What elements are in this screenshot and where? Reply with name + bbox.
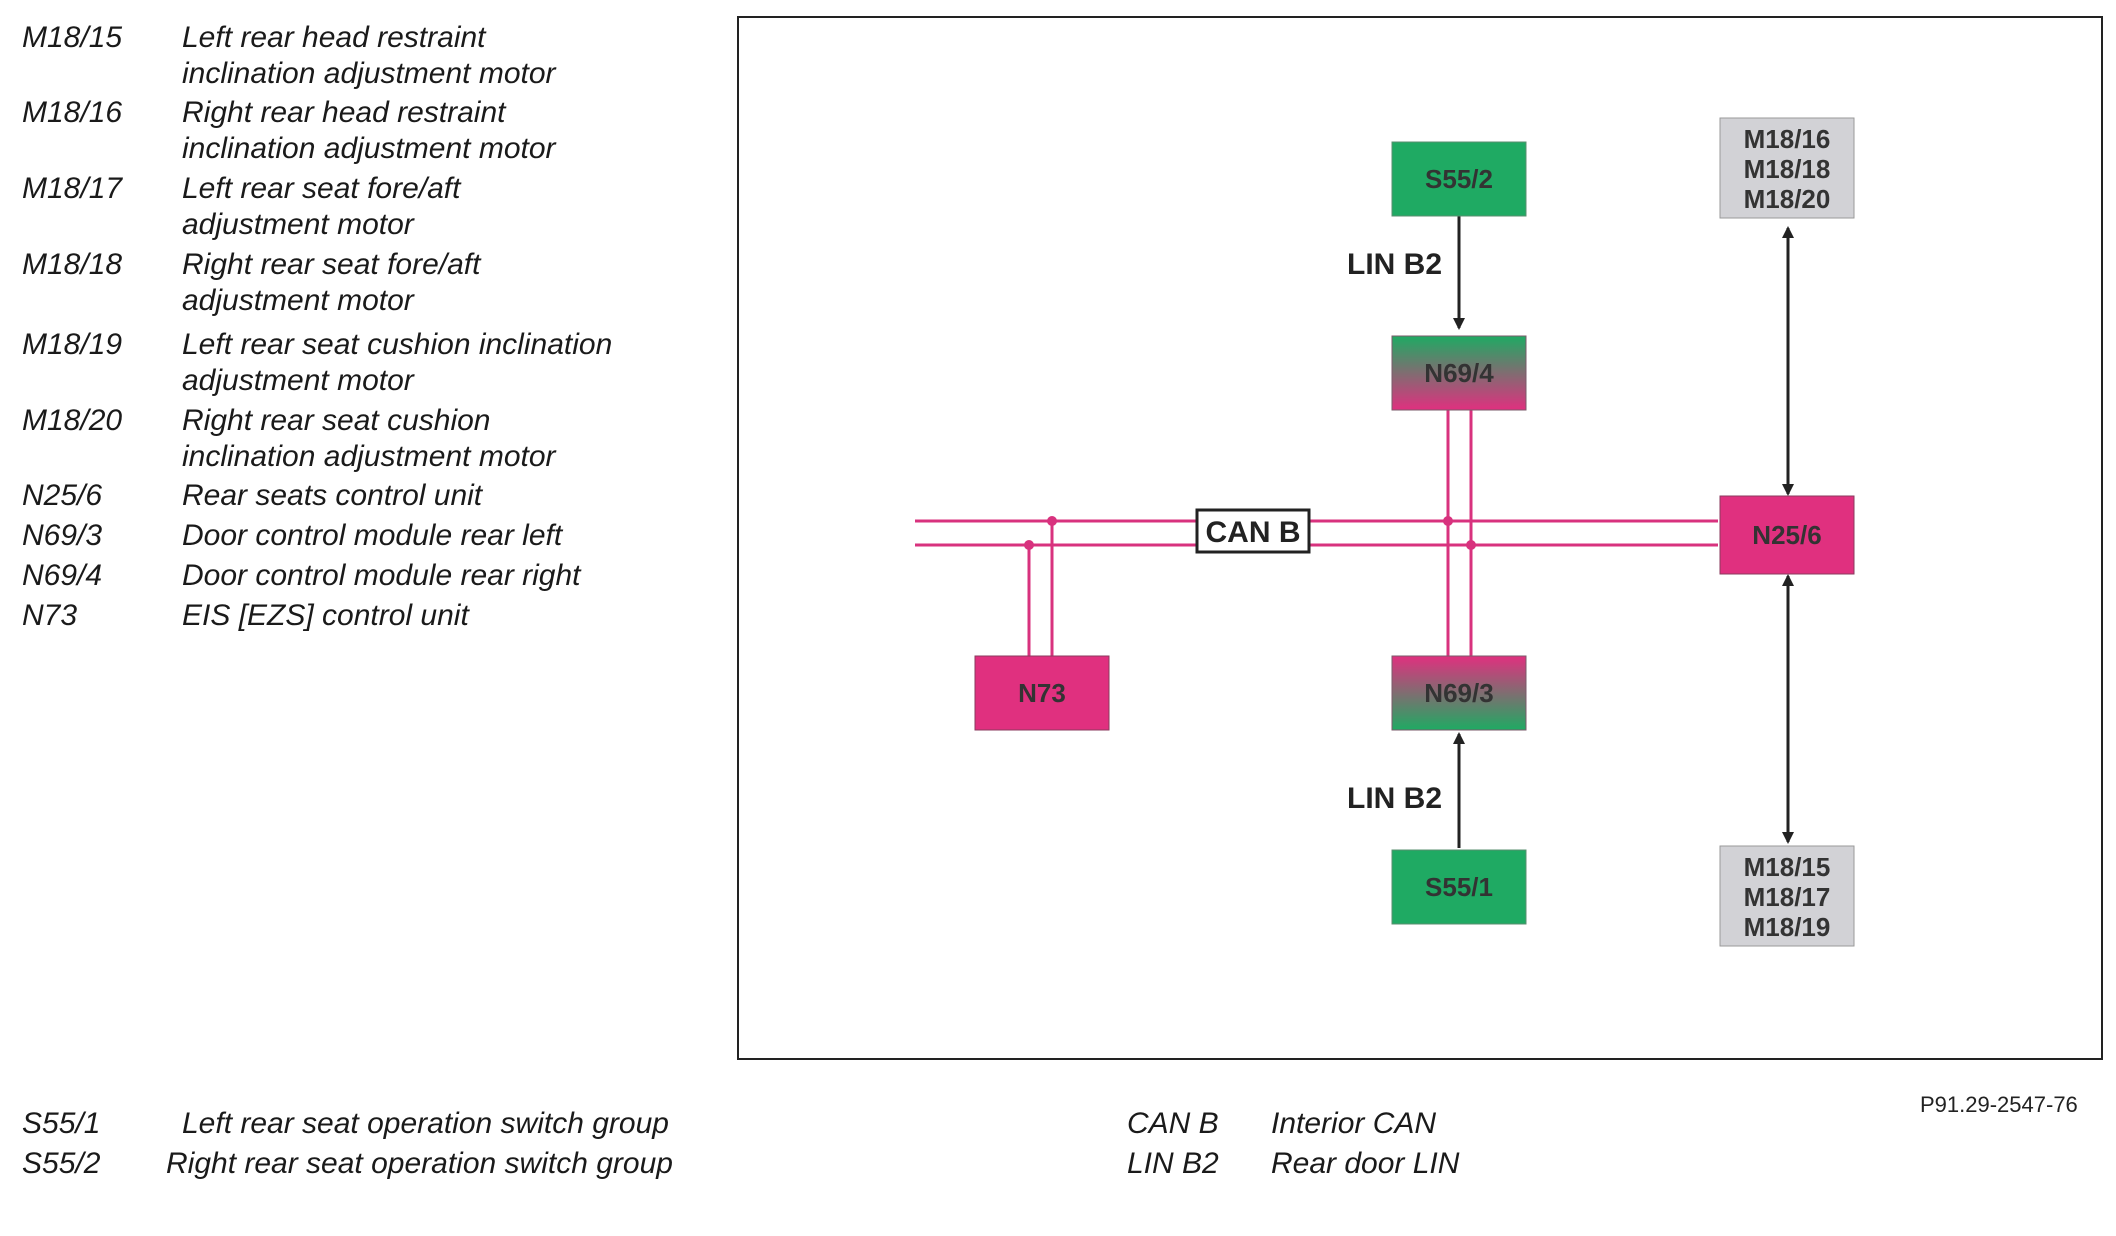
node-n69-3 [1391, 655, 1527, 731]
legend-code: LIN B2 [1127, 1147, 1219, 1180]
node-n69-4-label: N69/4 [1424, 358, 1494, 388]
legend-code: N69/3 [22, 519, 103, 552]
motors-top-line-2: M18/18 [1744, 154, 1831, 184]
legend-item: M18/19 Left rear seat cushion inclination… [22, 327, 722, 399]
legend-description-line: Door control module rear right [182, 559, 581, 592]
legend-code: M18/18 [22, 248, 123, 281]
legend-code: M18/17 [22, 172, 123, 205]
legend-code: S55/1 [22, 1107, 101, 1140]
legend-item: N25/6 Rear seats control unit [22, 478, 722, 514]
legend-description-line: Left rear seat cushion inclination [182, 328, 613, 361]
junction-dot [1047, 516, 1057, 526]
node-n69-4 [1391, 335, 1527, 411]
legend-description-line: Right rear seat cushion [182, 404, 491, 437]
legend-description-line: inclination adjustment motor [182, 132, 556, 165]
legend-description: Left rear seat operation switch group [182, 1107, 669, 1140]
diagram-frame [737, 16, 2103, 1060]
motors-top-line-3: M18/20 [1744, 184, 1831, 214]
legend-description-line: inclination adjustment motor [182, 57, 556, 90]
motors-bottom-line-3: M18/19 [1744, 912, 1831, 942]
node-n25-6 [1719, 495, 1855, 575]
legend-description-line: Right rear seat fore/aft [182, 248, 481, 281]
junction-dot [1024, 540, 1034, 550]
legend-code: N25/6 [22, 479, 103, 512]
legend-description-line: Left rear seat fore/aft [182, 172, 461, 205]
legend-description-line: adjustment motor [182, 284, 414, 317]
legend-description-line: adjustment motor [182, 364, 414, 397]
lin-b2-label-bottom: LIN B2 [1347, 782, 1442, 815]
node-motors-bottom [1719, 845, 1855, 947]
legend-code: S55/2 [22, 1147, 101, 1180]
node-s55-1 [1391, 849, 1527, 925]
motors-top-line-1: M18/16 [1744, 124, 1831, 154]
motors-bottom-line-2: M18/17 [1744, 882, 1831, 912]
node-n25-6-label: N25/6 [1752, 520, 1821, 550]
figure-reference: P91.29-2547-76 [1920, 1092, 2078, 1117]
legend-description-line: Right rear head restraint [182, 96, 506, 129]
can-b-label-box [1195, 508, 1311, 554]
junction-dot [1443, 516, 1453, 526]
legend-code: N73 [22, 599, 78, 632]
legend-description-line: adjustment motor [182, 208, 414, 241]
legend-description: Right rear seat operation switch group [166, 1147, 673, 1180]
legend-item: N69/4 Door control module rear right [22, 558, 722, 594]
motors-bottom-line-1: M18/15 [1744, 852, 1831, 882]
node-s55-2-label: S55/2 [1425, 164, 1493, 194]
legend-description-line: Rear seats control unit [182, 479, 483, 512]
legend-description-line: inclination adjustment motor [182, 440, 556, 473]
legend-code: M18/20 [22, 404, 123, 437]
legend-item: N73 EIS [EZS] control unit [22, 598, 722, 634]
node-s55-1-label: S55/1 [1425, 872, 1493, 902]
can-b-label: CAN B [1206, 516, 1301, 549]
legend-code: M18/15 [22, 21, 123, 54]
legend-code: CAN B [1127, 1107, 1219, 1140]
lin-b2-label-top: LIN B2 [1347, 248, 1442, 281]
legend-item: N69/3 Door control module rear left [22, 518, 722, 554]
junction-dot [1466, 540, 1476, 550]
legend-description-line: Left rear head restraint [182, 21, 486, 54]
node-n73 [974, 655, 1110, 731]
node-motors-top [1719, 117, 1855, 219]
legend-description-line: Door control module rear left [182, 519, 563, 552]
node-n73-label: N73 [1018, 678, 1066, 708]
legend-code: N69/4 [22, 559, 103, 592]
legend-description: Interior CAN [1271, 1107, 1437, 1140]
node-n69-3-label: N69/3 [1424, 678, 1493, 708]
legend-code: M18/16 [22, 96, 123, 129]
legend-description: Rear door LIN [1271, 1147, 1460, 1180]
legend-description-line: EIS [EZS] control unit [182, 599, 469, 632]
node-s55-2 [1391, 141, 1527, 217]
legend-code: M18/19 [22, 328, 123, 361]
